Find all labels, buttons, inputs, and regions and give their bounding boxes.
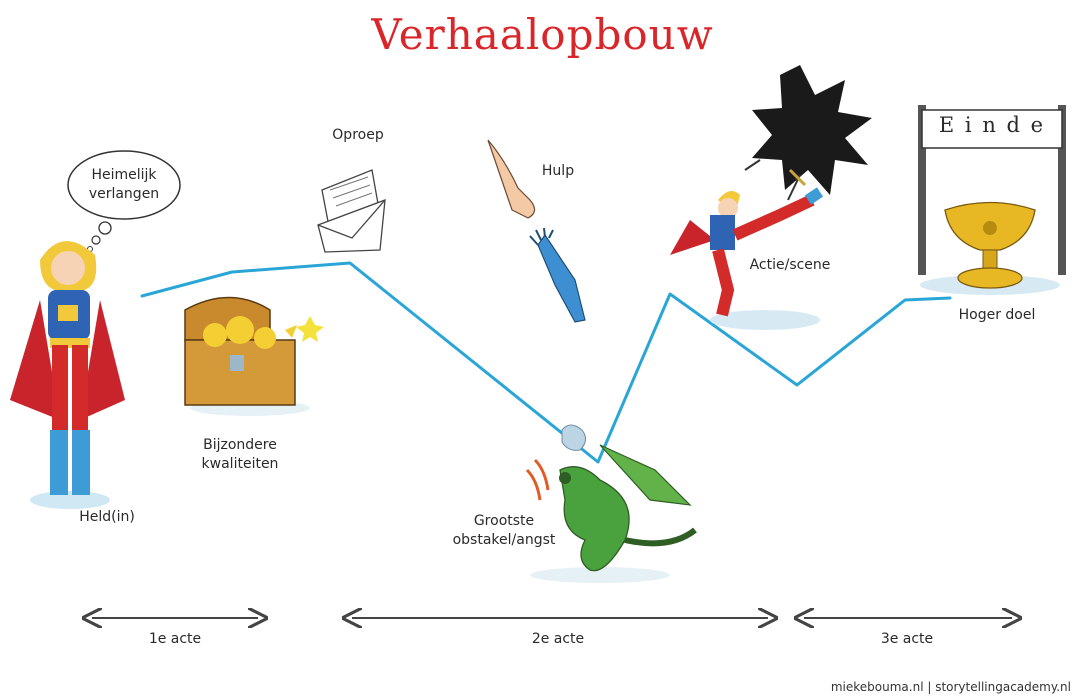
act2-label: 2e acte	[531, 631, 585, 647]
treasure-chest-icon	[184, 296, 324, 416]
end-sign-label: E i n d e	[938, 113, 1046, 137]
thought-label: Heimelijk verlangen	[88, 167, 160, 202]
obstacle-label: Grootste obstakel/angst	[452, 513, 556, 548]
hero-label: Held(in)	[79, 509, 135, 525]
act1-label: 1e acte	[148, 631, 202, 647]
call-label: Oproep	[332, 127, 384, 143]
explosion-icon	[744, 65, 872, 201]
helping-hands-icon	[487, 139, 586, 323]
goal-label: Hoger doel	[958, 307, 1036, 323]
thought-cloud-icon	[67, 150, 181, 252]
story-arc-line	[140, 261, 952, 464]
envelope-icon	[317, 169, 386, 253]
qualities-label: Bijzondere kwaliteiten	[201, 437, 279, 472]
action-label: Actie/scene	[749, 257, 831, 273]
help-label: Hulp	[541, 163, 575, 179]
golden-grail-icon	[944, 201, 1036, 289]
dragon-icon	[525, 424, 697, 583]
credit-text: miekebouma.nl | storytellingacademy.nl	[830, 680, 1071, 694]
diagram-title: Verhaalopbouw	[371, 10, 714, 59]
superhero-icon	[10, 241, 125, 509]
act3-label: 3e acte	[880, 631, 934, 647]
action-hero-icon	[670, 168, 824, 330]
